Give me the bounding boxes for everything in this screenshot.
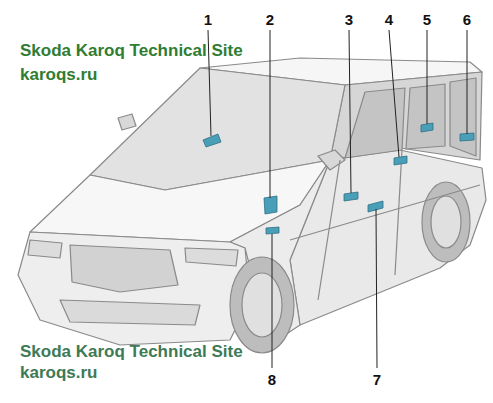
callout-number: 5 xyxy=(423,12,431,29)
callout-number: 6 xyxy=(463,12,471,29)
watermark-text: karoqs.ru xyxy=(20,364,97,383)
watermark-text: Skoda Karoq Technical Site xyxy=(20,42,243,61)
callout-number: 7 xyxy=(373,372,381,389)
callout-number: 8 xyxy=(268,372,276,389)
callout-number: 1 xyxy=(204,12,212,29)
leader-lines xyxy=(208,30,467,368)
callout-number: 2 xyxy=(266,12,274,29)
callout-number: 3 xyxy=(345,12,353,29)
callout-number: 4 xyxy=(385,12,393,29)
watermark-text: Skoda Karoq Technical Site xyxy=(20,343,243,362)
watermark-text: karoqs.ru xyxy=(20,66,97,85)
